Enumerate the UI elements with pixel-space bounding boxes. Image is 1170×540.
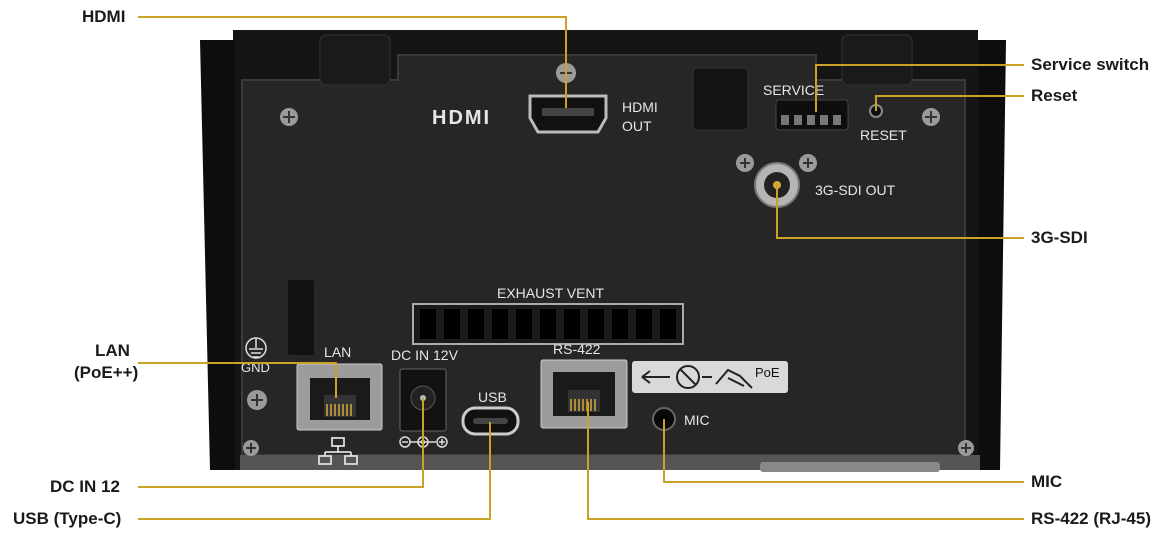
screw-top-right (922, 108, 940, 126)
port-cover (692, 67, 749, 131)
rs422-label: RS-422 (553, 341, 601, 357)
leader-hdmi (138, 16, 567, 108)
cable-clip (288, 280, 314, 355)
leader-reset (875, 95, 1024, 111)
leader-mic (663, 419, 1024, 483)
no-poe-icon (641, 365, 753, 389)
lan-pins (326, 404, 352, 416)
vent-slots (420, 309, 676, 339)
callout-mic: MIC (1031, 472, 1063, 491)
exhaust-vent-label: EXHAUST VENT (497, 285, 605, 301)
callout-rs422: RS-422 (RJ-45) (1031, 509, 1151, 528)
callout-usb: USB (Type-C) (13, 509, 122, 528)
screw-gnd (247, 390, 267, 410)
sdi-out-label: 3G-SDI OUT (815, 182, 896, 198)
top-foot-left (319, 34, 391, 86)
leader-lines (138, 16, 1024, 520)
top-foot-right (841, 34, 913, 86)
ground-icon (245, 337, 267, 359)
chassis-left-side (200, 40, 235, 470)
callout-lan-line1: LAN (95, 341, 130, 360)
dip-pins (781, 115, 841, 125)
service-label: SERVICE (763, 82, 824, 98)
callout-reset: Reset (1031, 86, 1078, 105)
leader-usb (138, 422, 491, 520)
sdi-mount-screws (736, 154, 817, 172)
leader-rs422 (587, 402, 1024, 520)
reset-label: RESET (860, 127, 907, 143)
screw-top-left (280, 108, 298, 126)
poe-label: PoE (755, 365, 780, 380)
leader-lan (138, 362, 337, 398)
usb-label: USB (478, 389, 507, 405)
hdmi-out-label-1: HDMI (622, 99, 658, 115)
leader-dc-in (138, 398, 424, 488)
callout-service-switch: Service switch (1031, 55, 1150, 74)
callout-hdmi: HDMI (82, 7, 126, 26)
bottom-foot (760, 462, 940, 472)
leader-service (815, 64, 1024, 112)
rs422-pins (570, 399, 596, 411)
hdmi-out-label-2: OUT (622, 118, 652, 134)
leader-sdi (776, 185, 1024, 239)
mic-panel-label: MIC (684, 412, 710, 428)
chassis-right-side (978, 40, 1006, 470)
callout-sdi: 3G-SDI (1031, 228, 1088, 247)
network-icon (318, 437, 358, 465)
lan-label: LAN (324, 344, 351, 360)
callout-lan-line2: (PoE++) (74, 363, 139, 382)
screw-bottom-left (243, 440, 259, 456)
screw-bottom-right (958, 440, 974, 456)
dc-in-label: DC IN 12V (391, 347, 459, 363)
callout-dc-in: DC IN 12 (50, 477, 120, 496)
hdmi-logo: HDMI (432, 107, 491, 129)
